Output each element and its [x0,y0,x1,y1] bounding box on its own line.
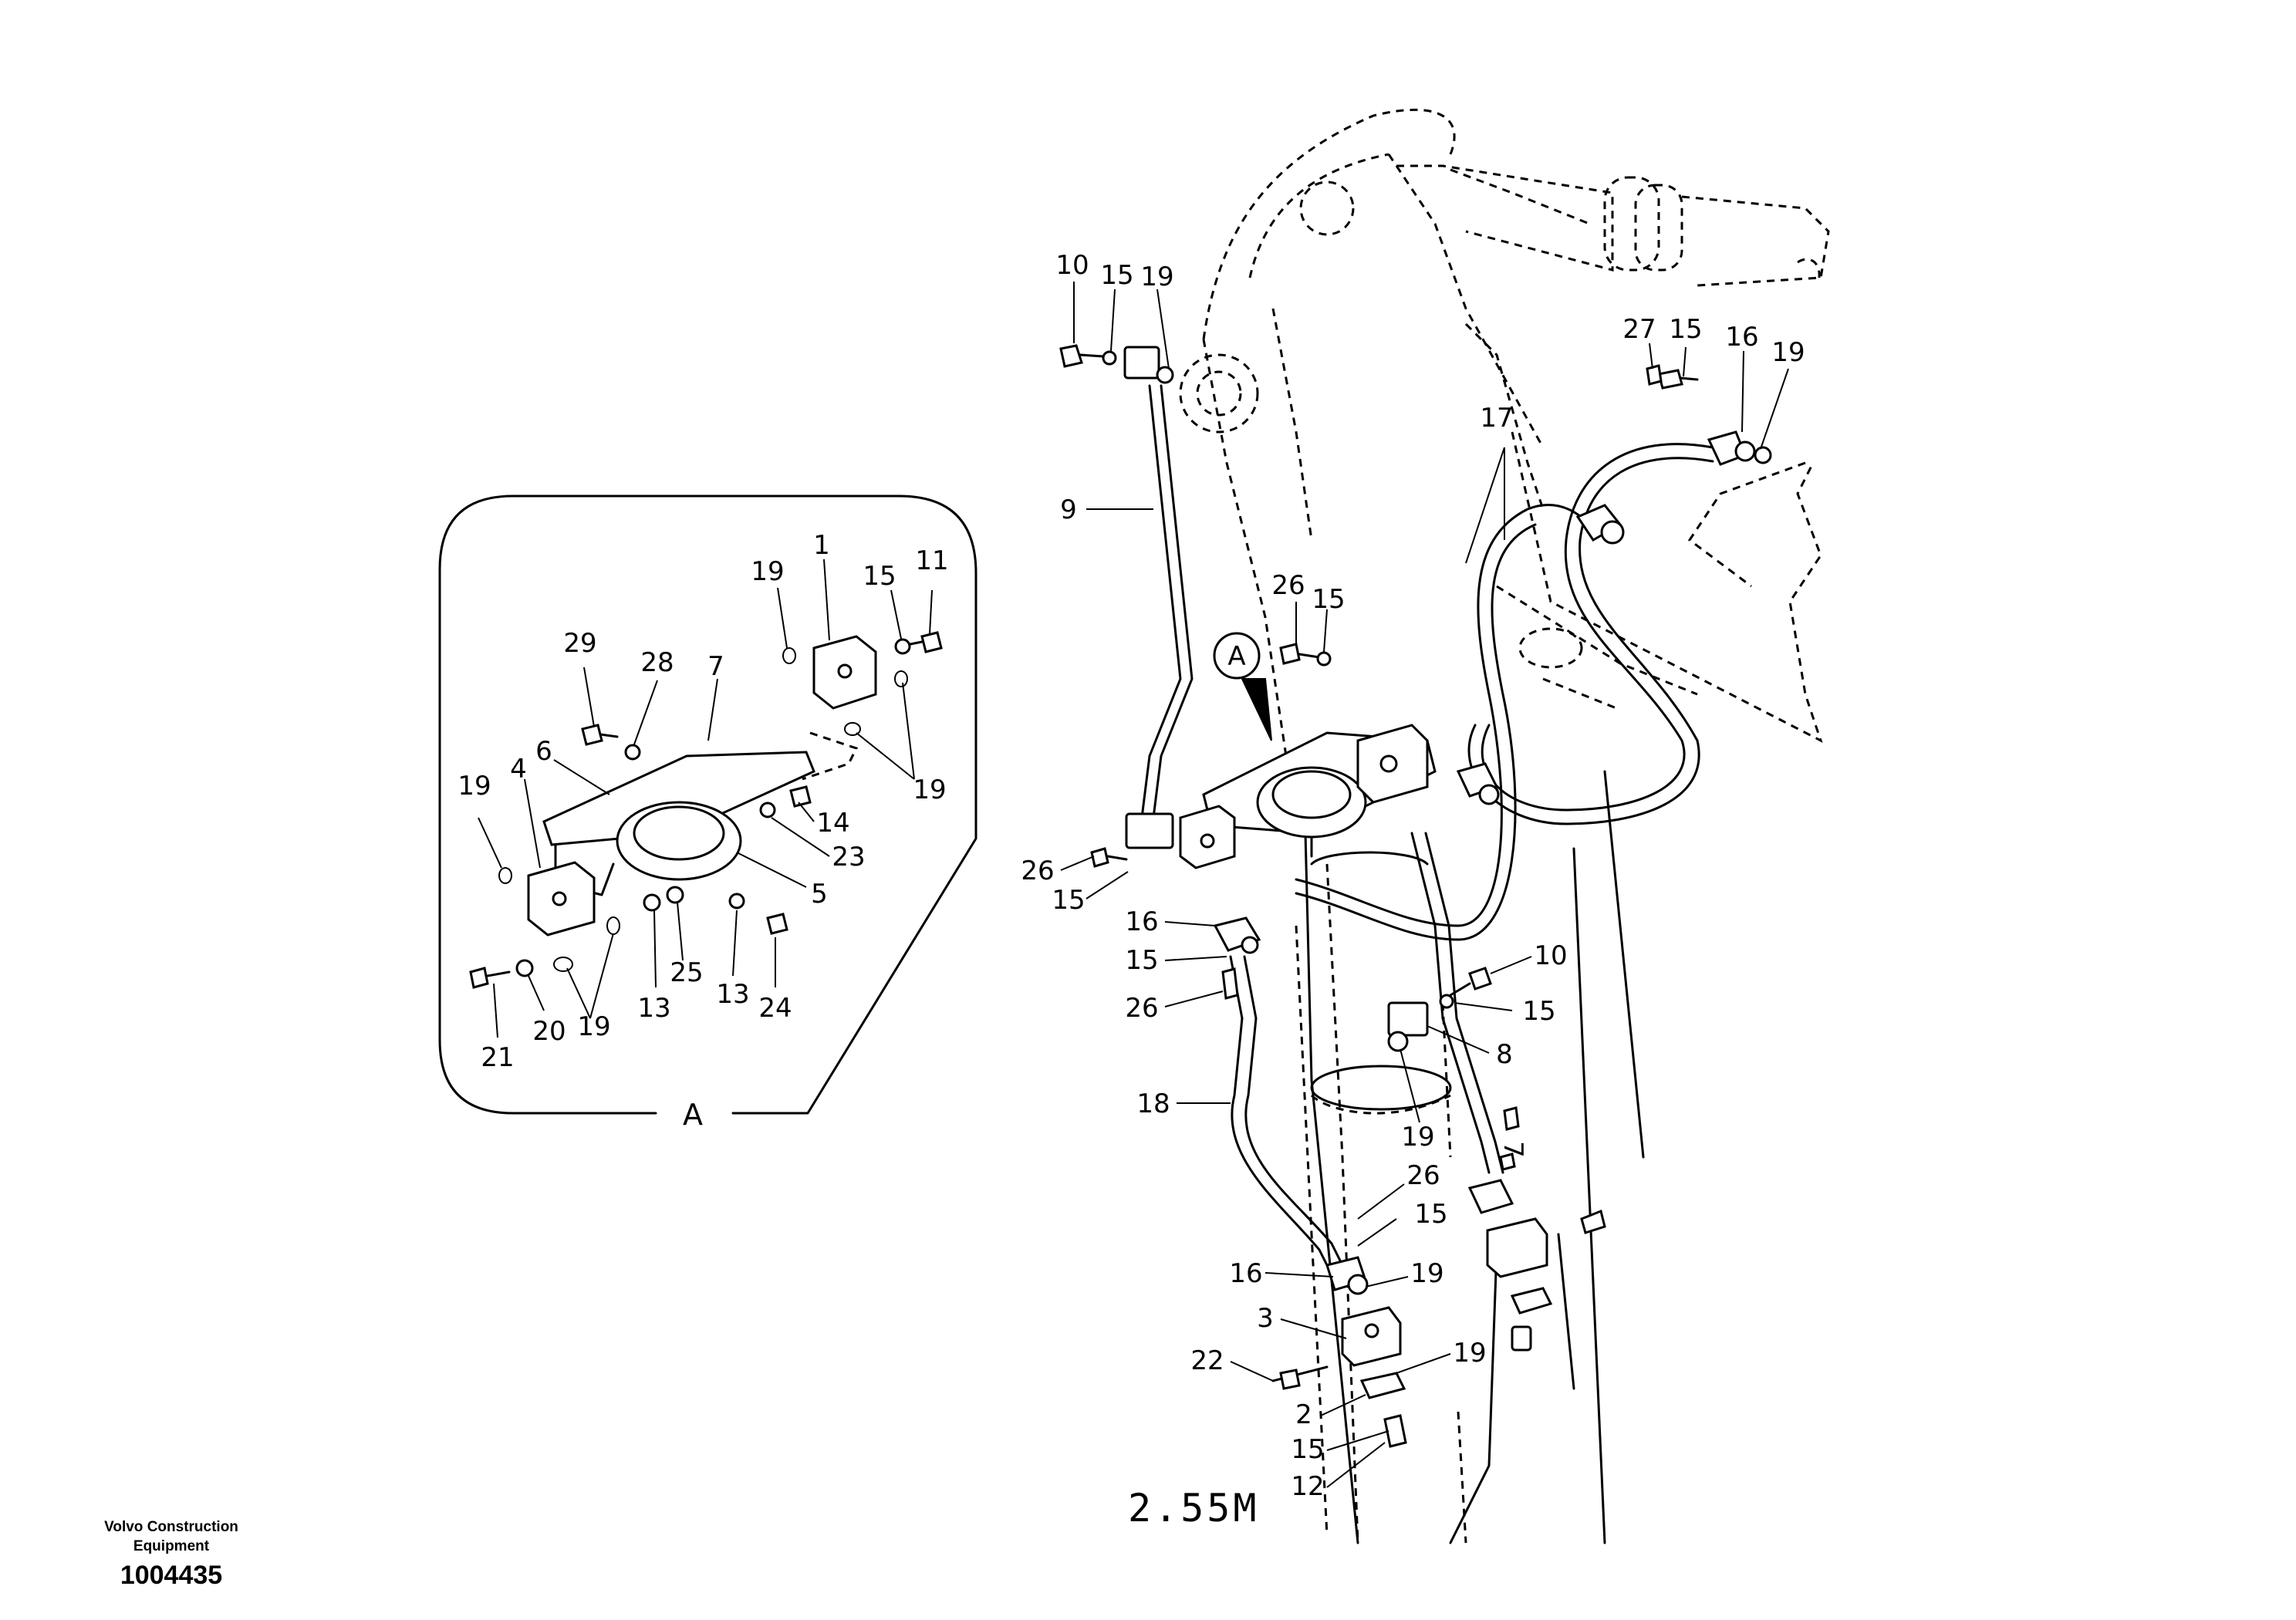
main-label: 15 [1669,314,1702,345]
brand-line-1: Volvo Construction [104,1519,238,1535]
brand-line-2: Equipment [133,1538,210,1554]
detail-label: 25 [670,957,703,988]
main-label: 15 [1522,996,1555,1027]
detail-a-frame: A [438,494,977,1132]
main-label: 15 [1125,945,1158,976]
detail-part-numbers: 19 1 15 11 29 28 7 6 19 4 14 23 19 5 19 … [458,530,948,1073]
main-label: 10 [1534,940,1567,971]
main-label: 9 [1060,494,1077,525]
main-label: 2 [1295,1399,1312,1430]
detail-label: 29 [563,628,596,659]
main-assembly [1059,344,1772,1448]
detail-label: 21 [481,1042,514,1073]
main-label: 15 [1312,584,1345,615]
leader-lines [478,282,1789,1488]
main-label: 15 [1414,1199,1447,1230]
document-number: 1004435 [120,1561,222,1590]
detail-label: 11 [915,545,948,576]
main-label: 3 [1257,1303,1274,1334]
detail-a-title: A [683,1098,703,1132]
main-label: 10 [1055,250,1089,281]
main-label: 8 [1496,1039,1513,1070]
detail-label: 24 [758,993,792,1024]
detail-label: 19 [913,775,946,805]
detail-label: 19 [458,771,491,802]
detail-label: 20 [532,1016,566,1047]
main-label: 16 [1725,322,1758,353]
main-label: 17 [1480,403,1513,434]
main-label: 19 [1453,1338,1486,1369]
main-label: 15 [1052,885,1085,916]
callout-a: A [1213,632,1272,741]
main-label: 15 [1291,1434,1324,1465]
main-label: 16 [1229,1258,1262,1289]
detail-label: 13 [637,993,670,1024]
detail-label: 28 [640,647,674,678]
size-label: 2.55M [1128,1486,1260,1531]
main-label: 22 [1190,1345,1224,1376]
main-label: 19 [1771,337,1805,368]
callout-a-label: A [1227,641,1245,672]
detail-label: 19 [577,1011,610,1042]
detail-label: 19 [751,556,784,587]
machine-outline [1179,108,1830,1544]
main-part-numbers: 10 15 19 27 15 16 19 17 9 26 15 26 15 16… [1021,250,1805,1502]
main-label: 26 [1271,570,1305,601]
main-label: 26 [1125,993,1158,1024]
main-label: 18 [1136,1088,1170,1119]
main-label: 16 [1125,906,1158,937]
detail-label: 13 [716,979,749,1010]
detail-label: 1 [813,530,830,561]
main-label: 19 [1401,1122,1434,1153]
main-label: 7 [1497,1141,1528,1158]
detail-label: 23 [832,842,865,872]
main-label: 12 [1291,1471,1324,1502]
detail-label: 6 [535,736,552,767]
main-label: 26 [1406,1160,1440,1191]
detail-label: 5 [811,879,828,910]
detail-label: 14 [816,808,849,839]
detail-label: 4 [510,754,527,785]
detail-label: 7 [707,651,724,682]
main-label: 15 [1100,260,1133,291]
main-label: 26 [1021,856,1054,886]
main-label: 19 [1140,262,1173,292]
main-label: 19 [1410,1258,1443,1289]
detail-label: 15 [863,561,896,592]
main-label: 27 [1622,314,1656,345]
